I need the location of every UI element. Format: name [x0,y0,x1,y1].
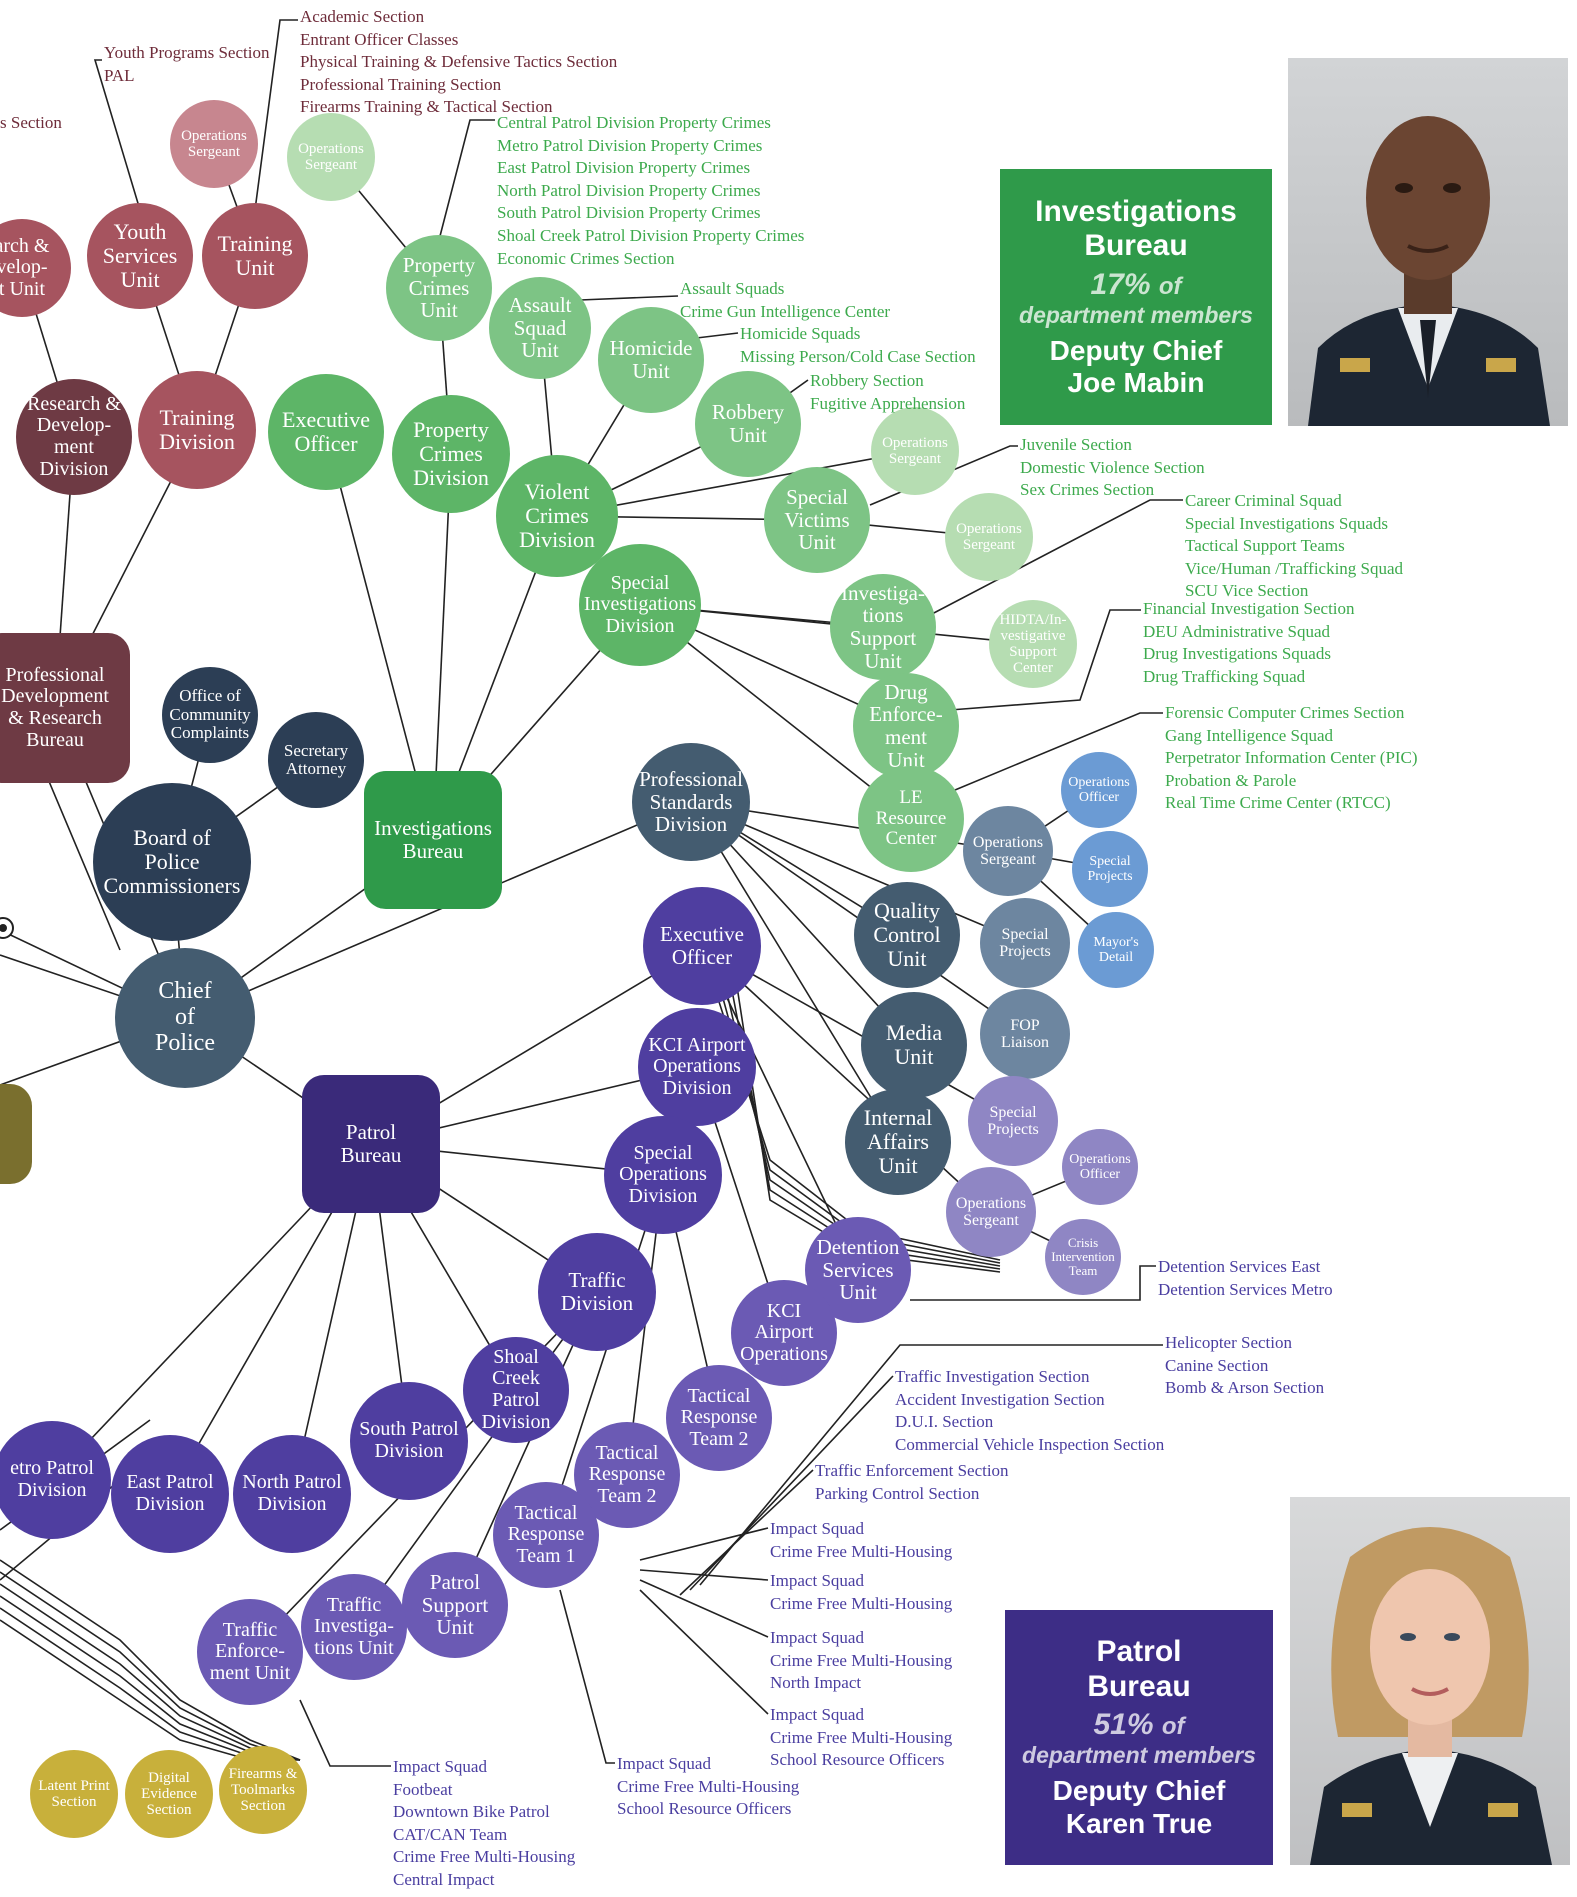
node-trt1: Tactical Response Team 1 [493,1482,599,1588]
node-fop: FOP Liaison [980,989,1070,1079]
node-north: North Patrol Division [233,1435,351,1553]
node-metro: etro Patrol Division [0,1421,111,1539]
node-hidta: HIDTA/In- vestigative Support Center [989,600,1077,688]
deputy-chief-true-photo [1290,1497,1570,1865]
node-training-unit: Training Unit [202,203,308,309]
node-rdu: arch & velop- t Unit [0,219,71,317]
info-members: department members [1022,1742,1256,1769]
label-assault: Assault Squads Crime Gun Intelligence Ce… [680,279,891,321]
node-ops-sgt-green2: Operations Sergeant [871,407,959,495]
label-career: Career Criminal Squad Special Investigat… [1185,491,1404,601]
label-traffic-enf: Traffic Enforcement Section Parking Cont… [815,1461,1009,1503]
label-detention: Detention Services East Detention Servic… [1158,1257,1333,1299]
label-financial: Financial Investigation Section DEU Admi… [1143,599,1355,686]
label-helicopter: Helicopter Section Canine Section Bomb &… [1165,1333,1325,1398]
node-chief: Chief of Police [115,948,255,1088]
label-property: Central Patrol Division Property Crimes … [497,113,805,268]
node-exec-officer-green: Executive Officer [268,374,384,490]
node-kci-div: KCI Airport Operations Division [638,1008,756,1126]
node-olive-partial: on [0,1084,32,1184]
node-psd: Professional Standards Division [632,743,750,861]
node-homicide: Homicide Unit [598,307,704,413]
node-occ: Office of Community Complaints [162,667,258,763]
node-digital: Digital Evidence Section [125,1750,213,1838]
label-impact1: Impact Squad Crime Free Multi-Housing [770,1519,953,1561]
info-deputy-chief: Deputy Chief Joe Mabin [1049,334,1223,398]
node-mayor: Mayor's Detail [1078,912,1154,988]
label-impact6: Impact Squad Crime Free Multi-Housing Sc… [617,1754,800,1819]
node-training-div: Training Division [138,371,256,489]
node-psu: Patrol Support Unit [402,1552,508,1658]
node-teu: Traffic Enforce- ment Unit [197,1599,303,1705]
node-media: Media Unit [861,992,967,1098]
label-impact2: Impact Squad Crime Free Multi-Housing [770,1571,953,1613]
label-juvenile: Juvenile Section Domestic Violence Secti… [1020,435,1205,500]
node-lerc: LE Resource Center [858,766,964,872]
investigations-bureau-info-box: Investigations Bureau 17% of department … [1000,169,1272,425]
node-ops-sgt-purple: Operations Sergeant [946,1167,1036,1257]
node-ops-sgt-blue: Operations Sergeant [963,806,1053,896]
info-title: Patrol Bureau [1087,1635,1191,1703]
node-sod: Special Operations Division [604,1116,722,1234]
label-youth: Youth Programs Section PAL [104,43,270,85]
node-shoal: Shoal Creek Patrol Division [463,1337,569,1443]
label-traffic-inv: Traffic Investigation Section Accident I… [895,1367,1165,1454]
patrol-bureau-info-box: Patrol Bureau 51% of department members … [1005,1610,1273,1865]
node-pdrb: Professional Development & Research Bure… [0,633,130,783]
label-s-section: s Section [0,113,62,132]
label-robbery: Robbery Section Fugitive Apprehension [810,371,966,413]
node-sp-purple: Special Projects [968,1076,1058,1166]
node-firearms: Firearms & Toolmarks Section [219,1746,307,1834]
node-trt2b: Tactical Response Team 2 [574,1422,680,1528]
info-percent: 17% of [1090,267,1182,301]
node-tiu: Traffic Investiga- tions Unit [301,1574,407,1680]
node-east: East Patrol Division [111,1435,229,1553]
node-patrol-bureau: Patrol Bureau [302,1075,440,1213]
node-south: South Patrol Division [350,1382,468,1500]
label-impact5: Impact Squad Footbeat Downtown Bike Patr… [393,1757,576,1890]
node-pcu: Property Crimes Unit [386,235,492,341]
node-qcu: Quality Control Unit [854,882,960,988]
node-dsu: Detention Services Unit [805,1217,911,1323]
node-sid: Special Investigations Division [579,544,701,666]
info-deputy-chief: Deputy Chief Karen True [1052,1775,1226,1839]
node-robbery: Robbery Unit [695,371,801,477]
node-secretary: Secretary Attorney [268,712,364,808]
node-sp-blue1: Special Projects [1072,831,1148,907]
info-title: Investigations Bureau [1035,194,1237,263]
node-iau: Internal Affairs Unit [845,1089,951,1195]
node-sp-blue2: Special Projects [980,898,1070,988]
node-assault: Assault Squad Unit [489,277,591,379]
node-youth-unit: Youth Services Unit [87,203,193,309]
label-impact3: Impact Squad Crime Free Multi-Housing No… [770,1628,953,1693]
node-vcd: Violent Crimes Division [496,455,618,577]
node-ops-sgt-green1: Operations Sergeant [287,113,375,201]
node-board: Board of Police Commissioners [93,783,251,941]
label-forensic: Forensic Computer Crimes Section Gang In… [1165,703,1418,813]
node-latent: Latent Print Section [30,1750,118,1838]
info-percent: 51% of [1093,1708,1185,1742]
node-ops-sgt-green3: Operations Sergeant [945,493,1033,581]
label-homicide: Homicide Squads Missing Person/Cold Case… [740,324,976,366]
node-rdd: Research & Develop- ment Division [16,379,132,495]
node-exec-officer-purple: Executive Officer [643,887,761,1005]
node-svu: Special Victims Unit [764,467,870,573]
node-cit: Crisis Intervention Team [1045,1219,1121,1295]
label-academic: Academic Section Entrant Officer Classes… [300,7,618,117]
info-members: department members [1019,301,1253,328]
node-kci-ops: KCI Airport Operations [731,1280,837,1386]
node-isu: Investiga- tions Support Unit [830,574,936,680]
node-ops-officer-purple: Operations Officer [1062,1129,1138,1205]
node-ops-officer-blue: Operations Officer [1061,752,1137,828]
deputy-chief-mabin-photo [1288,58,1568,426]
node-trt2a: Tactical Response Team 2 [666,1365,772,1471]
node-deu: Drug Enforce- ment Unit [853,673,959,779]
node-ops-sgt-maroon: Operations Sergeant [170,100,258,188]
label-impact4: Impact Squad Crime Free Multi-Housing Sc… [770,1705,953,1770]
node-traffic-div: Traffic Division [538,1233,656,1351]
crosshair-circle-icon [0,917,14,939]
node-pcd: Property Crimes Division [392,395,510,513]
node-inv-bureau: Investigations Bureau [364,771,502,909]
